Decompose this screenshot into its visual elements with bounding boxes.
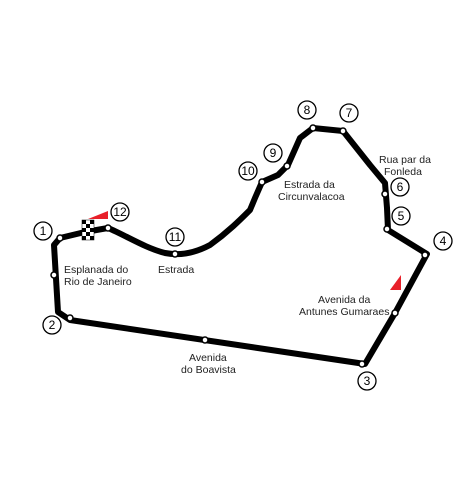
track-dot: [421, 251, 429, 259]
direction-arrow-icon: [390, 275, 401, 290]
track-dot: [104, 224, 112, 232]
corner-marker: 1: [33, 221, 53, 241]
track-dot: [66, 314, 74, 322]
corner-markers: 1 2 3 4 5 6 7 8: [33, 100, 453, 391]
corner-number: 8: [304, 103, 311, 117]
corner-marker: 3: [357, 371, 377, 391]
label-boavista-line1: Avenida: [189, 352, 227, 364]
track-dot: [381, 190, 389, 198]
corner-number: 12: [113, 205, 127, 219]
track-dot: [258, 178, 266, 186]
track-path: [51, 125, 430, 367]
label-esplanada-line1: Esplanada do: [64, 264, 128, 276]
label-circunvalacoa-line1: Estrada da: [284, 179, 335, 191]
corner-number: 11: [169, 230, 182, 244]
track-dot: [309, 124, 317, 132]
label-boavista-line2: do Boavista: [181, 364, 236, 376]
track-dot: [383, 225, 391, 233]
track-dot: [56, 234, 64, 242]
corner-number: 5: [398, 209, 405, 223]
track-dot: [358, 360, 366, 368]
corner-number: 10: [241, 164, 255, 178]
corner-number: 7: [346, 106, 353, 120]
label-estrada: Estrada: [158, 264, 194, 276]
track-dots: [50, 124, 429, 368]
corner-number: 1: [40, 224, 47, 238]
label-antunes-line1: Avenida da: [318, 294, 371, 306]
red-flag-icon: [88, 211, 108, 219]
track-dot: [283, 162, 291, 170]
street-labels: Esplanada do Rio de Janeiro Estrada Estr…: [64, 154, 431, 376]
track-dot: [339, 127, 347, 135]
corner-marker: 9: [263, 143, 283, 163]
label-rua-line1: Rua par da: [379, 154, 431, 166]
corner-marker: 2: [42, 315, 62, 335]
corner-marker: 7: [339, 103, 359, 123]
checkered-flag-icon: [81, 219, 95, 241]
corner-marker: 11: [165, 227, 185, 247]
track-dot: [50, 271, 58, 279]
corner-number: 9: [270, 146, 277, 160]
corner-number: 4: [440, 234, 447, 248]
label-circunvalacoa-line2: Circunvalacoa: [278, 191, 345, 203]
corner-marker: 10: [238, 161, 258, 181]
track-dot: [391, 309, 399, 317]
track-dot: [171, 250, 179, 258]
corner-marker: 8: [297, 100, 317, 120]
label-rua-line2: Fonleda: [384, 166, 422, 178]
label-esplanada-line2: Rio de Janeiro: [64, 276, 132, 288]
label-antunes-line2: Antunes Gumaraes: [299, 306, 389, 318]
corner-number: 3: [364, 374, 371, 388]
corner-marker: 5: [391, 206, 411, 226]
corner-marker: 12: [110, 202, 130, 222]
track-dot: [201, 336, 209, 344]
corner-marker: 6: [390, 177, 410, 197]
corner-number: 2: [49, 318, 56, 332]
corner-number: 6: [397, 180, 404, 194]
corner-marker: 4: [433, 231, 453, 251]
